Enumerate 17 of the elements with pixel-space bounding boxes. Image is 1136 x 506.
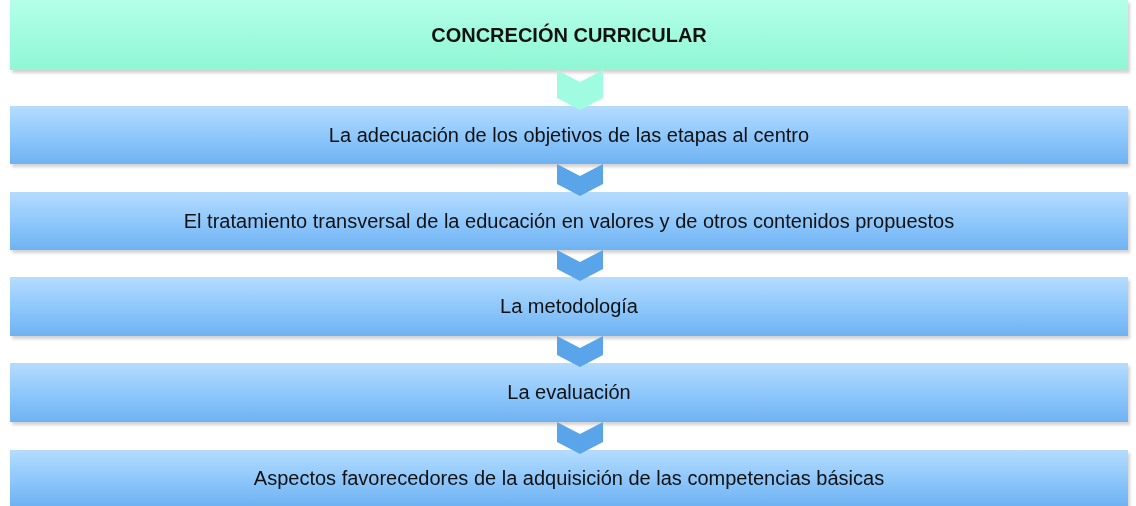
step-text: La evaluación: [506, 381, 632, 404]
header-bar: [10, 0, 1128, 70]
chevron-arrow: [557, 250, 603, 281]
step-text: El tratamiento transversal de la educación en valores y de otros contenidos propuestos: [182, 209, 956, 233]
chevron-arrow: [557, 422, 603, 454]
header-title: CONCRECIÓN CURRICULAR: [430, 23, 708, 47]
chevron-arrow: [557, 336, 603, 367]
step-text: La metodología: [499, 295, 639, 318]
step-text: La adecuación de los objetivos de las etapas al centro: [327, 123, 811, 147]
step-bar: [10, 450, 1128, 506]
step-bar: [10, 277, 1128, 336]
step-bar: [10, 192, 1128, 250]
step-bar: [10, 106, 1128, 164]
chevron-arrow: [557, 70, 603, 110]
chevron-arrow: [557, 164, 603, 196]
step-bar: [10, 363, 1128, 422]
step-text: Aspectos favorecedores de la adquisición de las competencias básicas: [252, 466, 886, 490]
